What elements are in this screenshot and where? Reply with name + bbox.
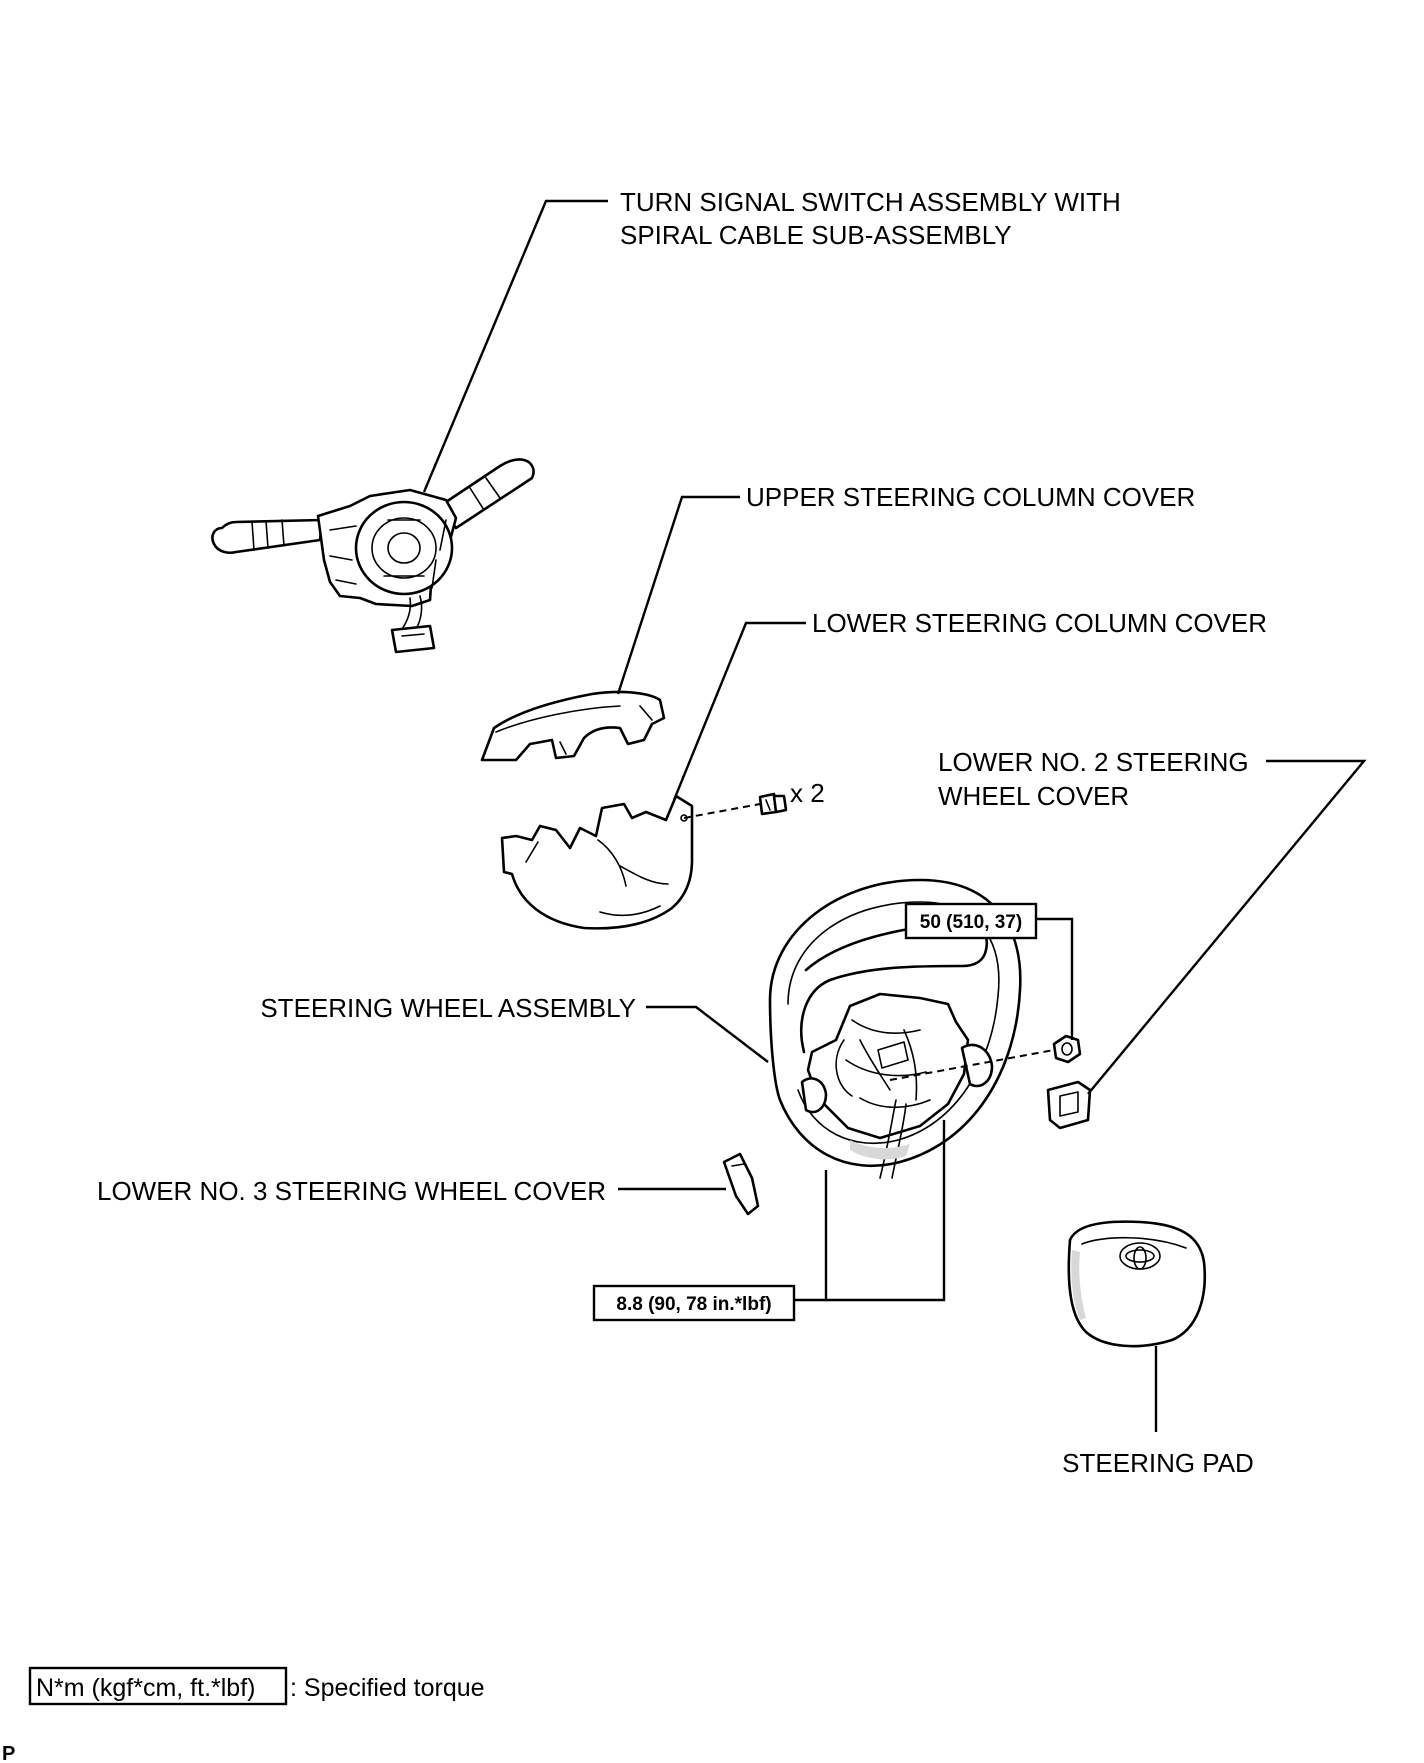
lower-no2-label-line1: LOWER NO. 2 STEERING <box>938 747 1249 777</box>
steering-pad <box>1067 1220 1207 1348</box>
turn-signal-leader-line <box>422 199 608 493</box>
screw-dashed-line <box>683 803 761 819</box>
nut-dashed-line <box>889 1049 1055 1081</box>
steering-wheel-leader-line <box>646 1005 769 1063</box>
legend-unit-box: N*m (kgf*cm, ft.*lbf) <box>36 1674 255 1702</box>
nut-torque-value: 50 (510, 37) <box>920 912 1022 933</box>
steering-wheel-nut <box>1052 1034 1082 1064</box>
toyota-emblem-icon <box>1119 1242 1161 1270</box>
screw <box>758 792 788 816</box>
upper-steering-column-cover <box>480 690 666 762</box>
screw-torque-spec: 8.8 (90, 78 in.*lbf) <box>592 1284 796 1322</box>
lower-cover-leader-line <box>672 621 806 801</box>
screw-torque-value: 8.8 (90, 78 in.*lbf) <box>616 1294 771 1315</box>
nut-torque-spec: 50 (510, 37) <box>904 902 1038 940</box>
lower-no2-leader-line <box>1087 759 1367 1095</box>
turn-signal-label-line2: SPIRAL CABLE SUB-ASSEMBLY <box>620 220 1012 250</box>
turn-signal-switch-assembly <box>211 458 535 654</box>
screw-torque-leader-line-left <box>794 1170 828 1302</box>
nut-torque-leader-line <box>1036 917 1074 1040</box>
upper-cover-label: UPPER STEERING COLUMN COVER <box>746 482 1195 512</box>
screw-quantity: x 2 <box>790 778 825 808</box>
steering-wheel-assembly <box>768 878 1022 1179</box>
lower-steering-column-cover <box>500 794 694 930</box>
legend-description: : Specified torque <box>290 1674 485 1702</box>
lower-no2-steering-wheel-cover <box>1046 1080 1092 1130</box>
torque-legend: N*m (kgf*cm, ft.*lbf) : Specified torque <box>28 1666 485 1706</box>
screw-torque-leader-line-right <box>826 1120 946 1302</box>
footer-code: P <box>2 1743 15 1763</box>
steering-pad-label: STEERING PAD <box>1062 1448 1254 1478</box>
lower-cover-label: LOWER STEERING COLUMN COVER <box>812 608 1267 638</box>
lower-no2-label-line2: WHEEL COVER <box>938 781 1129 811</box>
lower-no3-steering-wheel-cover <box>722 1152 760 1216</box>
lower-no3-label: LOWER NO. 3 STEERING WHEEL COVER <box>97 1176 606 1206</box>
steering-wheel-label: STEERING WHEEL ASSEMBLY <box>260 993 636 1023</box>
upper-cover-leader-line <box>616 495 740 695</box>
turn-signal-label-line1: TURN SIGNAL SWITCH ASSEMBLY WITH <box>620 187 1121 217</box>
